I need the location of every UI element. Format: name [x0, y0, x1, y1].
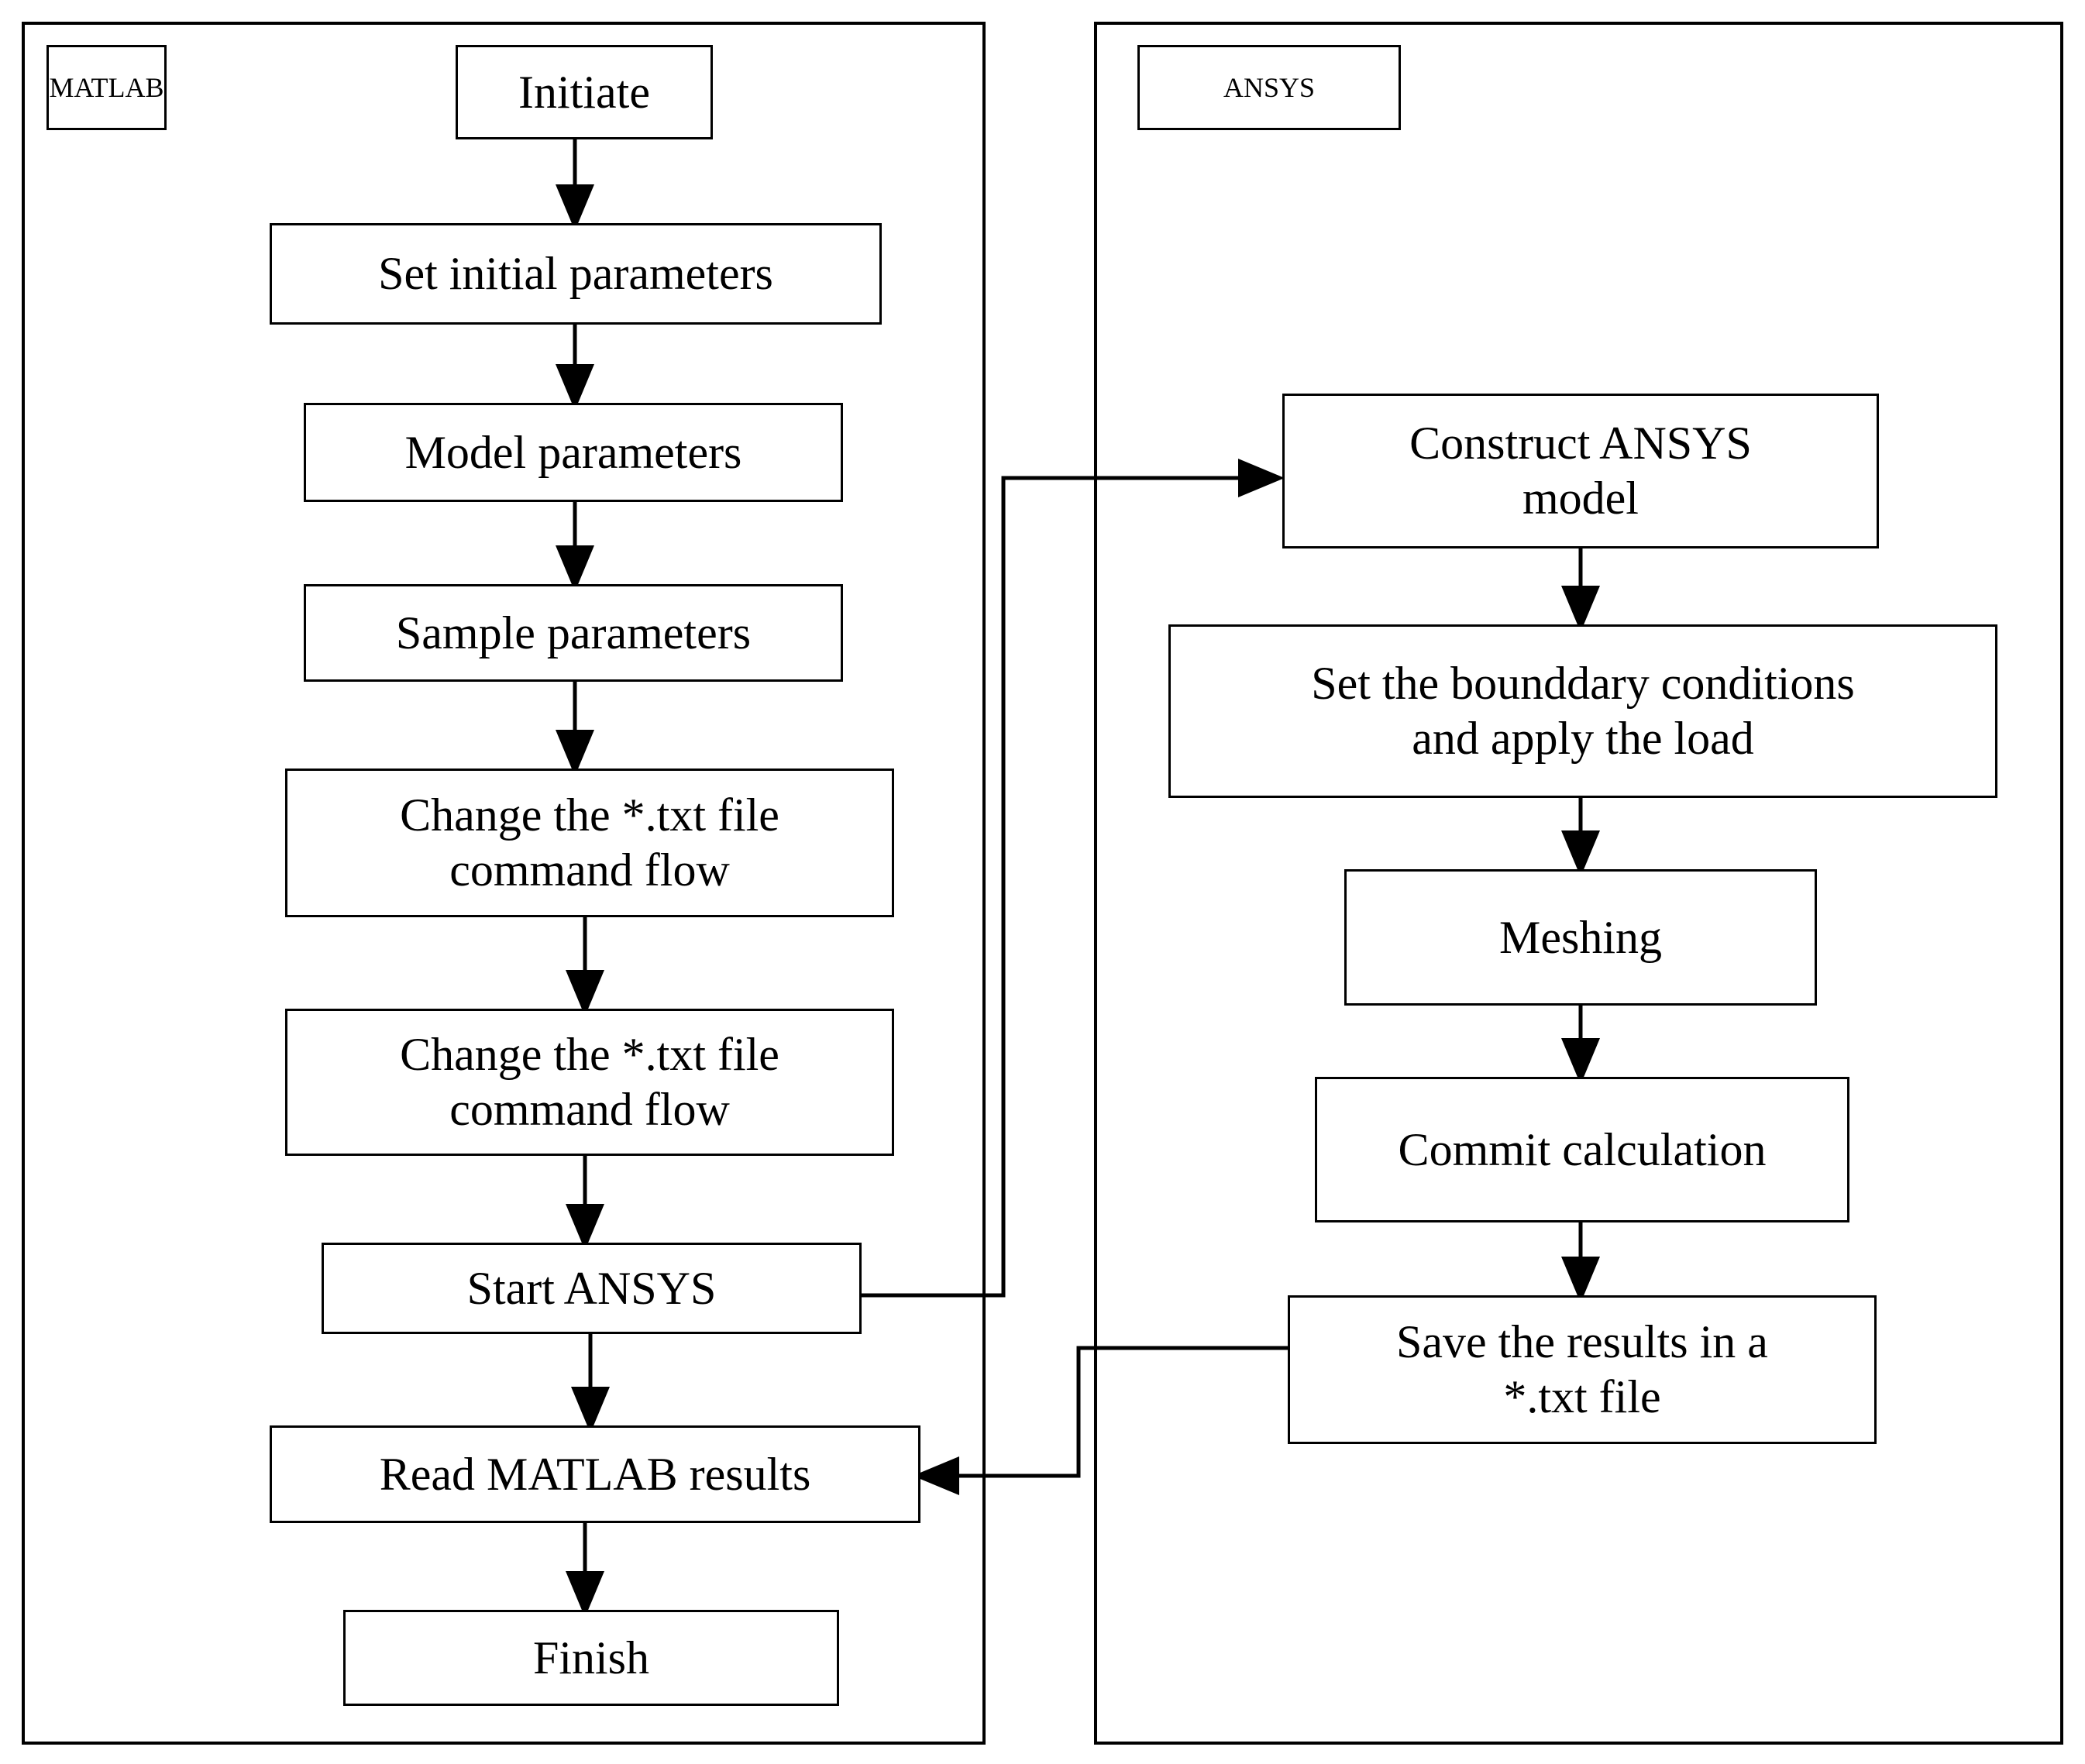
node-initiate[interactable]: Initiate [456, 45, 713, 139]
node-commit-calculation[interactable]: Commit calculation [1315, 1077, 1849, 1222]
node-start-ansys[interactable]: Start ANSYS [322, 1243, 862, 1334]
node-sample-parameters[interactable]: Sample parameters [304, 584, 843, 682]
node-change-txt-file-1[interactable]: Change the *.txt file command flow [285, 769, 894, 917]
node-read-matlab-results[interactable]: Read MATLAB results [270, 1425, 920, 1523]
panel-tag-matlab: MATLAB [46, 45, 167, 130]
node-set-boundary-conditions[interactable]: Set the bounddary conditions and apply t… [1168, 624, 1997, 798]
node-construct-ansys-model[interactable]: Construct ANSYS model [1282, 394, 1879, 548]
node-set-initial-parameters[interactable]: Set initial parameters [270, 223, 882, 325]
node-meshing[interactable]: Meshing [1344, 869, 1817, 1006]
node-finish[interactable]: Finish [343, 1610, 839, 1706]
node-change-txt-file-2[interactable]: Change the *.txt file command flow [285, 1009, 894, 1156]
node-model-parameters[interactable]: Model parameters [304, 403, 843, 502]
panel-tag-ansys: ANSYS [1137, 45, 1401, 130]
node-save-results-txt[interactable]: Save the results in a *.txt file [1288, 1295, 1877, 1444]
